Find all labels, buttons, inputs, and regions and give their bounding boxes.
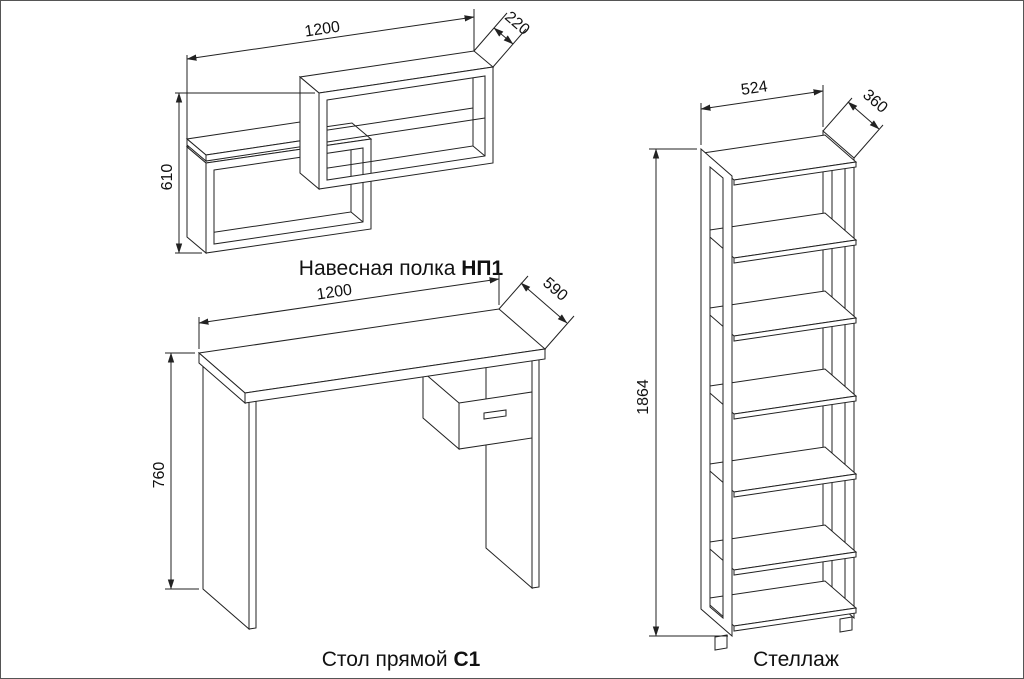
- rack-depth-extension-lines: [822, 97, 884, 159]
- desk-width-dim-line: [198, 277, 500, 325]
- upper-box-cavity: [327, 76, 485, 180]
- wall-shelf-drawing: 1200 220 610 Навесная полка НП1: [159, 8, 533, 280]
- desk-caption-text: Стол прямой: [322, 648, 454, 671]
- upper-box-mid-shelf: [327, 107, 485, 143]
- rack-shelf-front-edge: [733, 551, 857, 576]
- wall-shelf-caption-text: Навесная полка: [299, 257, 461, 280]
- desk-dimensions: 1200 590 760: [151, 273, 575, 590]
- wall-shelf-upper-box: [298, 50, 495, 191]
- wall-shelf-caption-code: НП1: [461, 257, 503, 280]
- rack-depth-dim-label: 360: [859, 86, 890, 116]
- desk-left-panel: [202, 357, 257, 631]
- tabletop-left-end: [198, 351, 246, 405]
- rack-shelf-front-edge: [733, 317, 857, 342]
- drawer-front: [458, 391, 533, 450]
- lower-box-cavity: [214, 148, 363, 244]
- rack-feet: [714, 616, 853, 651]
- left-panel-front-edge: [248, 397, 257, 630]
- rack-shelf-front-edge: [733, 395, 857, 420]
- desk-depth-dim-line: [520, 282, 568, 324]
- rack-shelf-front-edge: [733, 239, 857, 264]
- shelf-depth-dim-label: 220: [501, 8, 532, 38]
- desk-drawer-unit: [422, 370, 533, 451]
- rack-width-dim-line: [700, 89, 824, 111]
- drawer-handle: [483, 409, 507, 420]
- desk-height-extension-lines: [165, 352, 199, 590]
- upper-box-left-end: [299, 75, 320, 191]
- rack-width-dim-label: 524: [740, 78, 769, 99]
- desk-depth-dim-label: 590: [539, 274, 570, 304]
- shelf-depth-dim-line: [493, 27, 514, 45]
- desk-depth-extension-lines: [498, 275, 575, 350]
- desk-width-dim-label: 1200: [316, 282, 354, 304]
- wall-shelf-caption: Навесная полка НП1: [299, 257, 504, 280]
- desk-height-dim-label: 760: [151, 462, 168, 489]
- rack-depth-dim-line: [847, 101, 880, 130]
- right-panel-front-edge: [531, 356, 540, 589]
- desk-caption: Стол прямой С1: [322, 648, 481, 671]
- shelf-width-dim-label: 1200: [304, 19, 342, 41]
- shelf-depth-extension-lines: [473, 12, 527, 68]
- shelving-unit-drawing: 524 360 1864 Стеллаж: [635, 78, 891, 671]
- drawer-box-side-face: [422, 370, 460, 451]
- desk-caption-code: С1: [453, 648, 480, 671]
- rack-height-dim-label: 1864: [635, 379, 652, 415]
- desk-right-panel: [485, 316, 540, 590]
- rack-shelf-front-edge: [733, 607, 857, 632]
- rack-caption: Стеллаж: [753, 648, 839, 671]
- rack-right-foot: [839, 616, 853, 633]
- wall-shelf-dimensions: 1200 220 610: [159, 8, 533, 254]
- rack-left-frame: [700, 147, 733, 638]
- lower-box-left-end: [186, 145, 207, 255]
- rack-left-foot: [714, 634, 728, 651]
- rack-shelf-front-edge: [733, 473, 857, 498]
- shelf-height-dim-label: 610: [159, 164, 176, 191]
- desk-tabletop: [197, 308, 547, 405]
- rack-caption-text: Стеллаж: [753, 648, 839, 671]
- rack-shelf-front-edge: [733, 161, 857, 186]
- desk-drawing: 1200 590 760 Стол прямой С1: [151, 273, 575, 671]
- shelf-width-dim-line: [186, 15, 475, 61]
